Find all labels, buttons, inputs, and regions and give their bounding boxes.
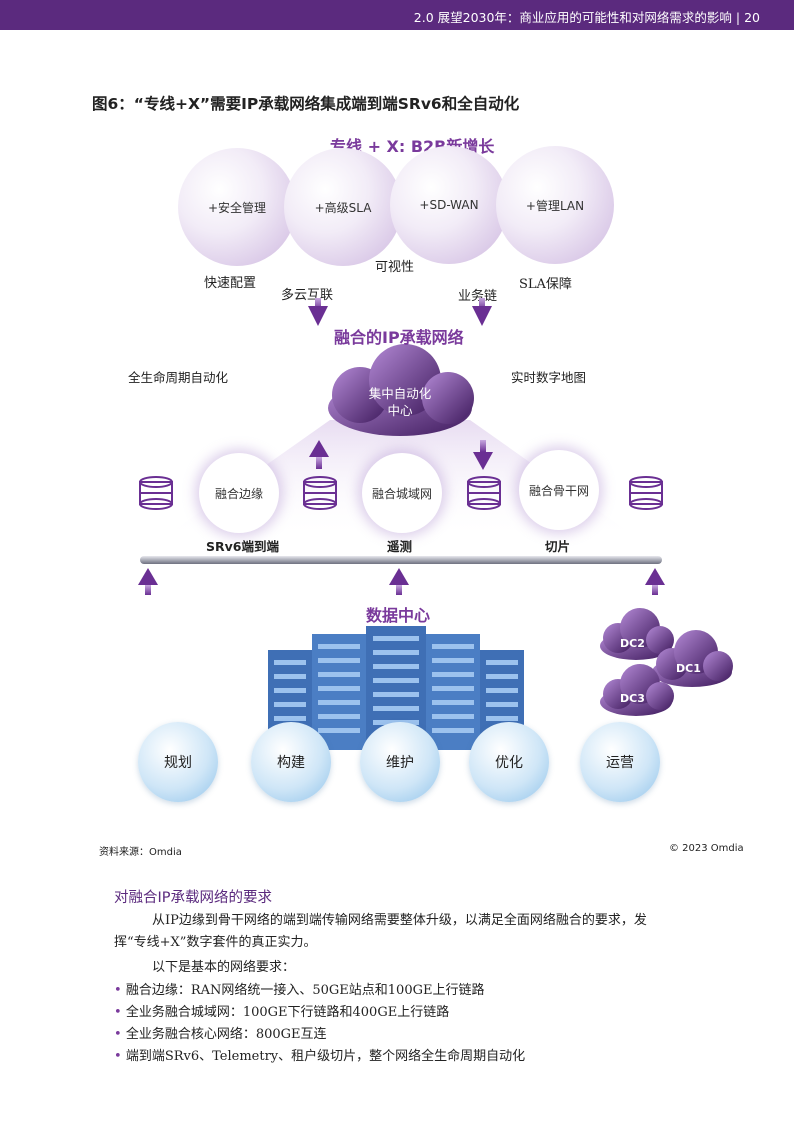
arrow-up-mid xyxy=(309,440,329,469)
label-visibility: 可视性 xyxy=(375,260,415,275)
router-icon xyxy=(467,476,501,510)
list-item: • 全业务融合核心网络：800GE互连 xyxy=(114,1023,327,1042)
node-label: 融合城域网 xyxy=(371,486,432,501)
node-edge: 融合边缘 xyxy=(199,453,279,533)
arrow-down-right xyxy=(472,298,492,326)
op-label: 规划 xyxy=(164,755,192,771)
network-title: 融合的IP承载网络 xyxy=(334,328,464,347)
bubble-sdwan: +SD-WAN xyxy=(390,146,508,264)
arrow-down-left xyxy=(308,298,328,326)
arrow-up-left xyxy=(138,568,158,595)
op-label: 维护 xyxy=(386,755,414,771)
node-metro: 融合城域网 xyxy=(362,453,442,533)
bullet-text: 融合边缘：RAN网络统一接入、50GE站点和100GE上行链路 xyxy=(125,983,485,998)
bullet-text: 端到端SRv6、Telemetry、租户级切片，整个网络全生命周期自动化 xyxy=(125,1049,526,1064)
op-label: 优化 xyxy=(495,755,523,771)
op-build: 构建 xyxy=(251,722,331,802)
list-item: • 全业务融合城域网：100GE下行链路和400GE上行链路 xyxy=(114,1001,449,1020)
op-operate: 运营 xyxy=(580,722,660,802)
bullet-text: 全业务融合城域网：100GE下行链路和400GE上行链路 xyxy=(125,1005,450,1020)
section-paragraph: 从IP边缘到骨干网络的端到端传输网络需要整体升级，以满足全面网络融合的要求，发挥… xyxy=(114,913,647,950)
arrow-up-right xyxy=(645,568,665,595)
arrow-up-center xyxy=(389,568,409,595)
bar-label-telemetry: 遥测 xyxy=(387,539,413,554)
bubble-sla: +高级SLA xyxy=(284,148,402,266)
router-icon xyxy=(629,476,663,510)
list-item: • 融合边缘：RAN网络统一接入、50GE站点和100GE上行链路 xyxy=(114,979,484,998)
node-backbone: 融合骨干网 xyxy=(519,450,599,530)
bubble-label: +安全管理 xyxy=(207,200,267,215)
figure-title: 图6：“专线+X”需要IP承载网络集成端到端SRv6和全自动化 xyxy=(92,95,520,113)
digital-map-label: 实时数字地图 xyxy=(511,370,587,385)
list-item: • 端到端SRv6、Telemetry、租户级切片，整个网络全生命周期自动化 xyxy=(114,1045,525,1064)
dc2-cloud xyxy=(600,608,674,660)
figure-copyright: © 2023 Omdia xyxy=(669,843,744,854)
header-text: 2.0 展望2030年：商业应用的可能性和对网络需求的影响 | 20 xyxy=(413,10,760,25)
op-optimize: 优化 xyxy=(469,722,549,802)
automation-cloud xyxy=(328,344,474,436)
op-plan: 规划 xyxy=(138,722,218,802)
figure-source: 资料来源：Omdia xyxy=(99,847,182,858)
page-header: 2.0 展望2030年：商业应用的可能性和对网络需求的影响 | 20 xyxy=(0,0,794,30)
label-sla-guarantee: SLA保障 xyxy=(519,277,572,292)
bubble-label: +高级SLA xyxy=(314,200,372,215)
dc3-cloud xyxy=(600,664,674,716)
dc1-label: DC1 xyxy=(676,662,701,675)
dc-title: 数据中心 xyxy=(366,606,431,625)
cloud-label-line2: 中心 xyxy=(387,403,413,418)
router-icon xyxy=(303,476,337,510)
bullet-dot: • xyxy=(114,1027,122,1042)
transport-bar xyxy=(140,556,662,564)
label-service-chain: 业务链 xyxy=(458,289,498,304)
bar-label-srv6: SRv6端到端 xyxy=(206,539,279,554)
section-intro: 以下是基本的网络要求： xyxy=(152,960,296,975)
cloud-label-line1: 集中自动化 xyxy=(368,386,432,401)
bubble-label: +SD-WAN xyxy=(419,198,479,212)
op-maintain: 维护 xyxy=(360,722,440,802)
section-title: 对融合IP承载网络的要求 xyxy=(114,890,273,906)
dc3-label: DC3 xyxy=(620,692,645,705)
dc2-label: DC2 xyxy=(620,637,645,650)
node-label: 融合骨干网 xyxy=(528,483,589,498)
bubble-security: +安全管理 xyxy=(178,148,296,266)
router-icon xyxy=(139,476,173,510)
bubble-label: +管理LAN xyxy=(525,198,585,213)
op-label: 构建 xyxy=(277,755,305,771)
bullet-text: 全业务融合核心网络：800GE互连 xyxy=(125,1027,327,1042)
arrow-down-mid xyxy=(473,440,493,470)
bullet-dot: • xyxy=(114,983,122,998)
label-fast-config: 快速配置 xyxy=(204,276,257,291)
bar-label-slicing: 切片 xyxy=(545,539,571,554)
bullet-dot: • xyxy=(114,1049,122,1064)
lifecycle-label: 全生命周期自动化 xyxy=(128,370,229,385)
bubble-lan: +管理LAN xyxy=(496,146,614,264)
op-label: 运营 xyxy=(606,755,634,771)
node-label: 融合边缘 xyxy=(214,486,263,501)
cloud-label: 集中自动化 中心 xyxy=(340,385,460,419)
dc1-cloud xyxy=(652,630,733,687)
bullet-dot: • xyxy=(114,1005,122,1020)
